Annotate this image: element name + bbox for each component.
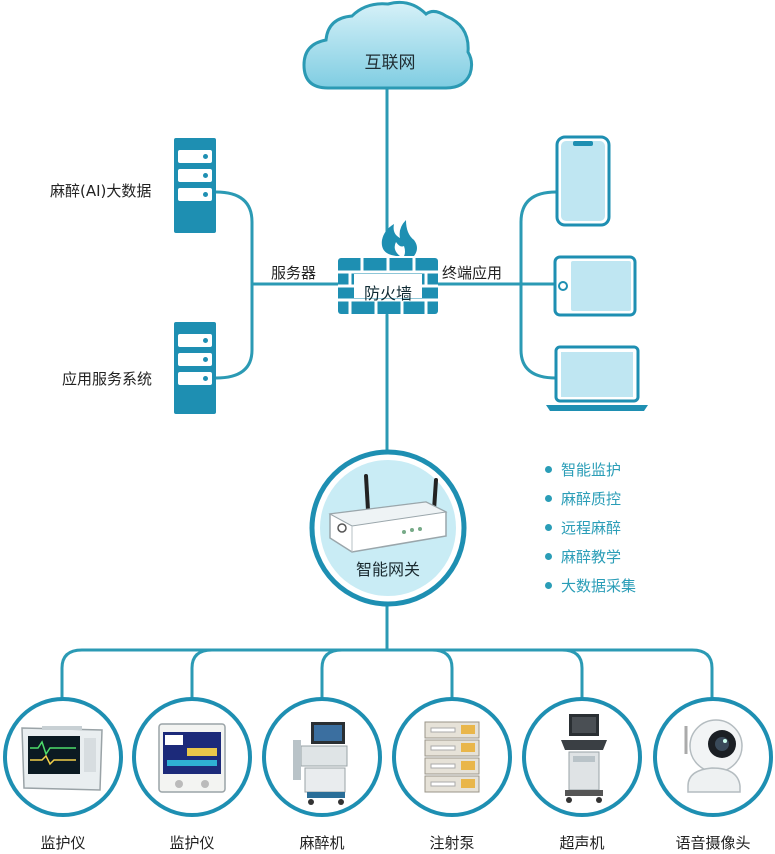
server-icon	[174, 322, 216, 414]
server-label-app: 应用服务系统	[62, 370, 153, 388]
laptop-icon	[546, 345, 648, 411]
feature-item: 大数据采集	[545, 571, 636, 600]
anesthesia-machine-icon	[262, 697, 382, 817]
ultrasound-icon	[522, 697, 642, 817]
syringe-pump-icon	[392, 697, 512, 817]
firewall-icon	[338, 220, 438, 314]
server-icon	[174, 138, 216, 233]
servers-group-label: 服务器	[271, 264, 317, 282]
server-label-ai: 麻醉(AI)大数据	[50, 182, 152, 200]
device-label: 注射泵	[429, 834, 475, 852]
gateway-node	[309, 449, 467, 607]
cloud-icon	[302, 0, 474, 90]
device-label: 监护仪	[169, 834, 215, 852]
device-label: 监护仪	[40, 834, 86, 852]
device-label: 超声机	[559, 834, 605, 852]
camera-icon	[653, 697, 773, 817]
gateway-label: 智能网关	[355, 560, 420, 579]
monitor-icon	[132, 697, 252, 817]
device-label: 语音摄像头	[675, 834, 751, 852]
tablet-icon	[553, 255, 637, 317]
firewall-label: 防火墙	[363, 284, 412, 303]
feature-item: 麻醉教学	[545, 542, 636, 571]
monitor-icon	[3, 697, 123, 817]
feature-item: 智能监护	[545, 455, 636, 484]
device-label: 麻醉机	[299, 834, 345, 852]
feature-item: 麻醉质控	[545, 484, 636, 513]
cloud-label: 互联网	[364, 53, 416, 73]
smartphone-icon	[555, 135, 611, 227]
terminals-group-label: 终端应用	[442, 264, 503, 282]
feature-list: 智能监护 麻醉质控 远程麻醉 麻醉教学 大数据采集	[545, 455, 636, 600]
feature-item: 远程麻醉	[545, 513, 636, 542]
